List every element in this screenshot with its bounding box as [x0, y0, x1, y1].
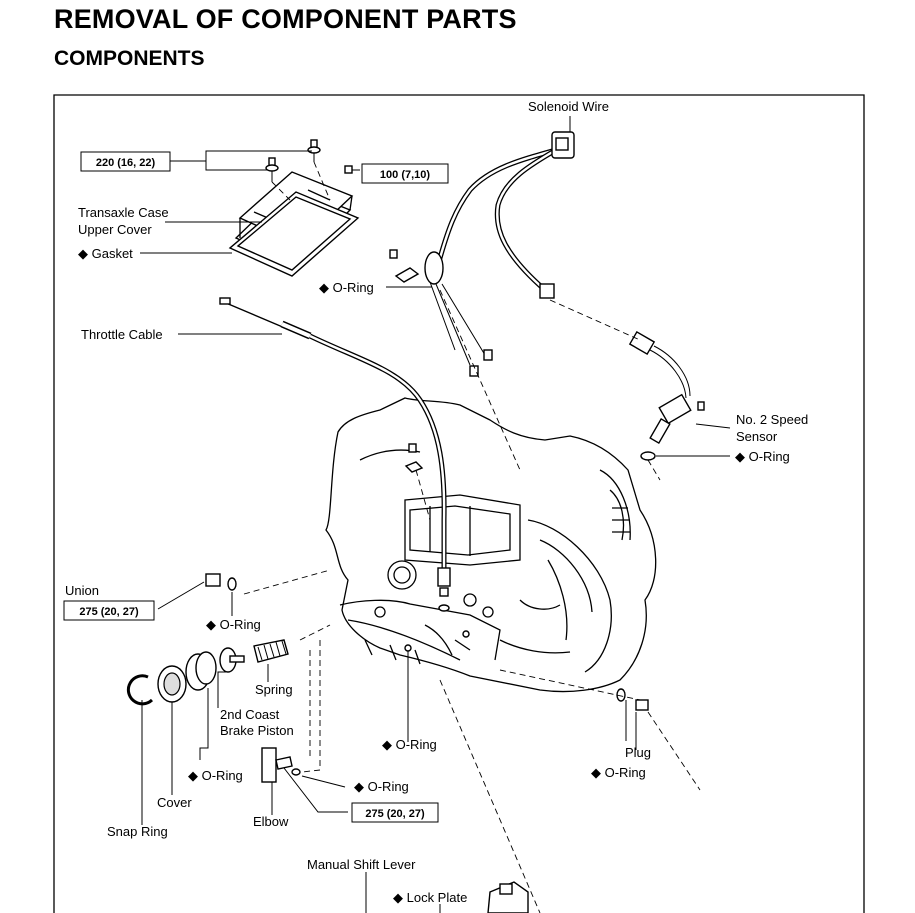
- torque-cover-text: 220 (16, 22): [96, 157, 156, 169]
- upper-cover-drawing: [228, 171, 360, 277]
- label-oring-top: ◆ O-Ring: [319, 280, 374, 295]
- solenoid-wire-drawing: [389, 131, 575, 377]
- case-bolts-drawing: [404, 443, 470, 660]
- speed-sensor-drawing: [628, 330, 705, 461]
- label-speed-sensor-line2: Sensor: [736, 429, 778, 444]
- label-speed-sensor-line1: No. 2 Speed: [736, 412, 808, 427]
- label-piston-line1: 2nd Coast: [220, 707, 280, 722]
- label-oring-union: ◆ O-Ring: [206, 617, 261, 632]
- torque-box-sensor: 100 (7,10): [361, 163, 449, 184]
- label-oring-plug: ◆ O-Ring: [591, 765, 646, 780]
- transaxle-case-drawing: [325, 397, 657, 693]
- label-snap-ring: Snap Ring: [107, 824, 168, 839]
- elbow-drawing: [261, 747, 301, 783]
- torque-elbow-text: 275 (20, 27): [365, 808, 425, 820]
- torque-box-union: 275 (20, 27): [63, 600, 155, 621]
- torque-box-elbow: 275 (20, 27): [351, 802, 439, 823]
- label-elbow: Elbow: [253, 814, 289, 829]
- shift-lever-drawing: [487, 881, 529, 913]
- label-upper-cover-line2: Upper Cover: [78, 222, 152, 237]
- label-spring: Spring: [255, 682, 293, 697]
- label-cover: Cover: [157, 795, 192, 810]
- label-oring-piston: ◆ O-Ring: [188, 768, 243, 783]
- throttle-cable-drawing: [219, 297, 451, 597]
- label-oring-elbow: ◆ O-Ring: [354, 779, 409, 794]
- union-drawing: [205, 573, 237, 591]
- label-oring-sensor: ◆ O-Ring: [735, 449, 790, 464]
- section-title: COMPONENTS: [54, 47, 205, 70]
- torque-sensor-text: 100 (7,10): [380, 169, 430, 181]
- label-throttle-cable: Throttle Cable: [81, 327, 163, 342]
- piston-assembly-drawing: [126, 639, 289, 706]
- label-solenoid-wire: Solenoid Wire: [528, 99, 609, 114]
- label-piston-line2: Brake Piston: [220, 723, 294, 738]
- label-oring-mid: ◆ O-Ring: [382, 737, 437, 752]
- leader-lines: [140, 116, 731, 913]
- diagram-frame: [53, 94, 865, 913]
- label-manual-shift-lever: Manual Shift Lever: [307, 857, 416, 872]
- label-gasket: ◆ Gasket: [78, 246, 133, 261]
- label-lock-plate: ◆ Lock Plate: [393, 890, 467, 905]
- torque-union-text: 275 (20, 27): [79, 606, 139, 618]
- label-union: Union: [65, 583, 99, 598]
- plug-drawing: [616, 688, 649, 711]
- cover-bolts-drawing: [265, 139, 360, 182]
- page-title: REMOVAL OF COMPONENT PARTS: [54, 4, 517, 34]
- label-upper-cover-line1: Transaxle Case: [78, 205, 169, 220]
- torque-box-cover: 220 (16, 22): [80, 151, 171, 172]
- label-plug: Plug: [625, 745, 651, 760]
- assembly-dashed-lines: [243, 161, 701, 913]
